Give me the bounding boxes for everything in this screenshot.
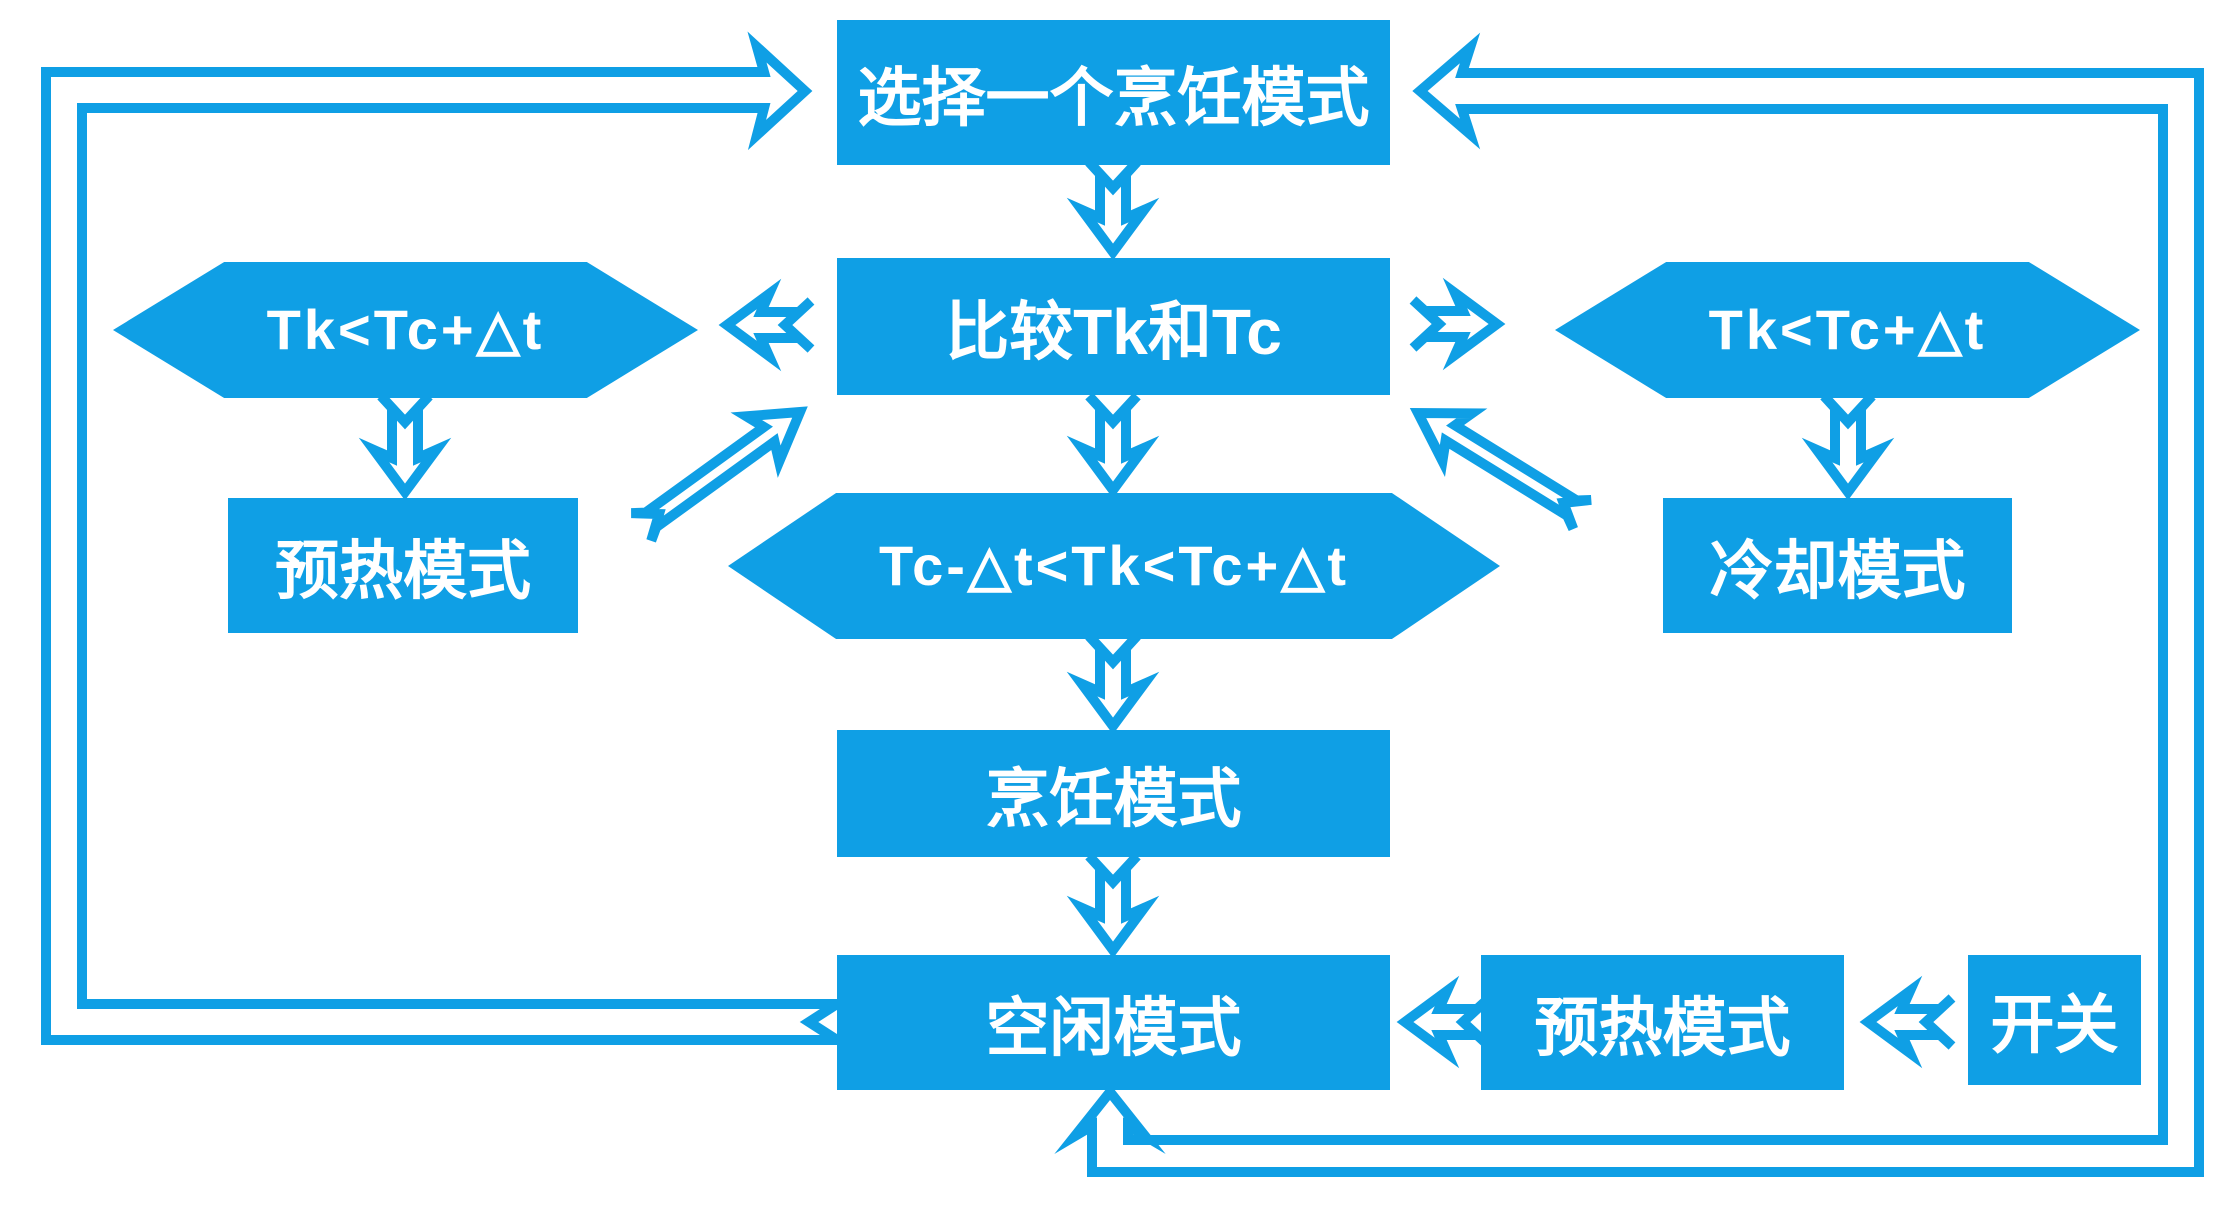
node-preheat-left-label: 预热模式 [275,534,531,607]
arrow-loop-left-idle-to-select [41,31,855,1045]
node-cond-right-label: Tk<Tc+△t [1708,298,1987,361]
node-cooking-label: 烹饪模式 [985,762,1242,835]
node-idle-label: 空闲模式 [985,991,1242,1064]
node-cooling: 冷却模式 [1663,498,2012,633]
arrow-compare-to-cond-center [1066,392,1160,499]
node-compare: 比较Tk和Tc [837,258,1390,395]
node-cond-left-label: Tk<Tc+△t [266,298,545,361]
arrow-cooking-to-idle [1066,852,1160,959]
node-cond-right: Tk<Tc+△t [1555,262,2140,398]
arrow-cond-left-to-preheat [358,392,452,501]
arrow-compare-to-cond-right [1409,277,1506,371]
node-cooking: 烹饪模式 [837,730,1390,857]
node-cond-center-label: Tc-△t<Tk<Tc+△t [879,534,1349,597]
arrow-compare-to-cond-left [718,278,815,372]
arrow-preheat-bottom-to-idle [1396,975,1493,1069]
node-preheat-bottom-label: 预热模式 [1534,991,1791,1064]
node-preheat-left: 预热模式 [228,498,578,633]
node-switch-label: 开关 [1990,989,2119,1061]
node-cooling-label: 冷却模式 [1709,534,1966,607]
node-idle: 空闲模式 [837,955,1390,1090]
node-switch: 开关 [1968,955,2141,1085]
node-select-mode: 选择一个烹饪模式 [837,20,1390,165]
node-compare-label: 比较Tk和Tc [945,295,1282,368]
arrow-preheat-to-compare-diagonal [631,406,808,543]
arrow-cond-right-to-cooling [1801,392,1895,501]
arrow-cooling-to-compare-diagonal [1409,407,1592,531]
arrow-select-to-compare [1066,158,1160,261]
node-select-mode-label: 选择一个烹饪模式 [857,61,1370,134]
arrow-cond-center-to-cooking [1066,632,1160,735]
node-preheat-bottom: 预热模式 [1481,955,1844,1090]
arrow-loop-right-double-head [1054,32,2204,1177]
arrow-switch-to-preheat-bottom [1859,975,1956,1069]
node-cond-center: Tc-△t<Tk<Tc+△t [728,493,1500,639]
node-cond-left: Tk<Tc+△t [113,262,698,398]
